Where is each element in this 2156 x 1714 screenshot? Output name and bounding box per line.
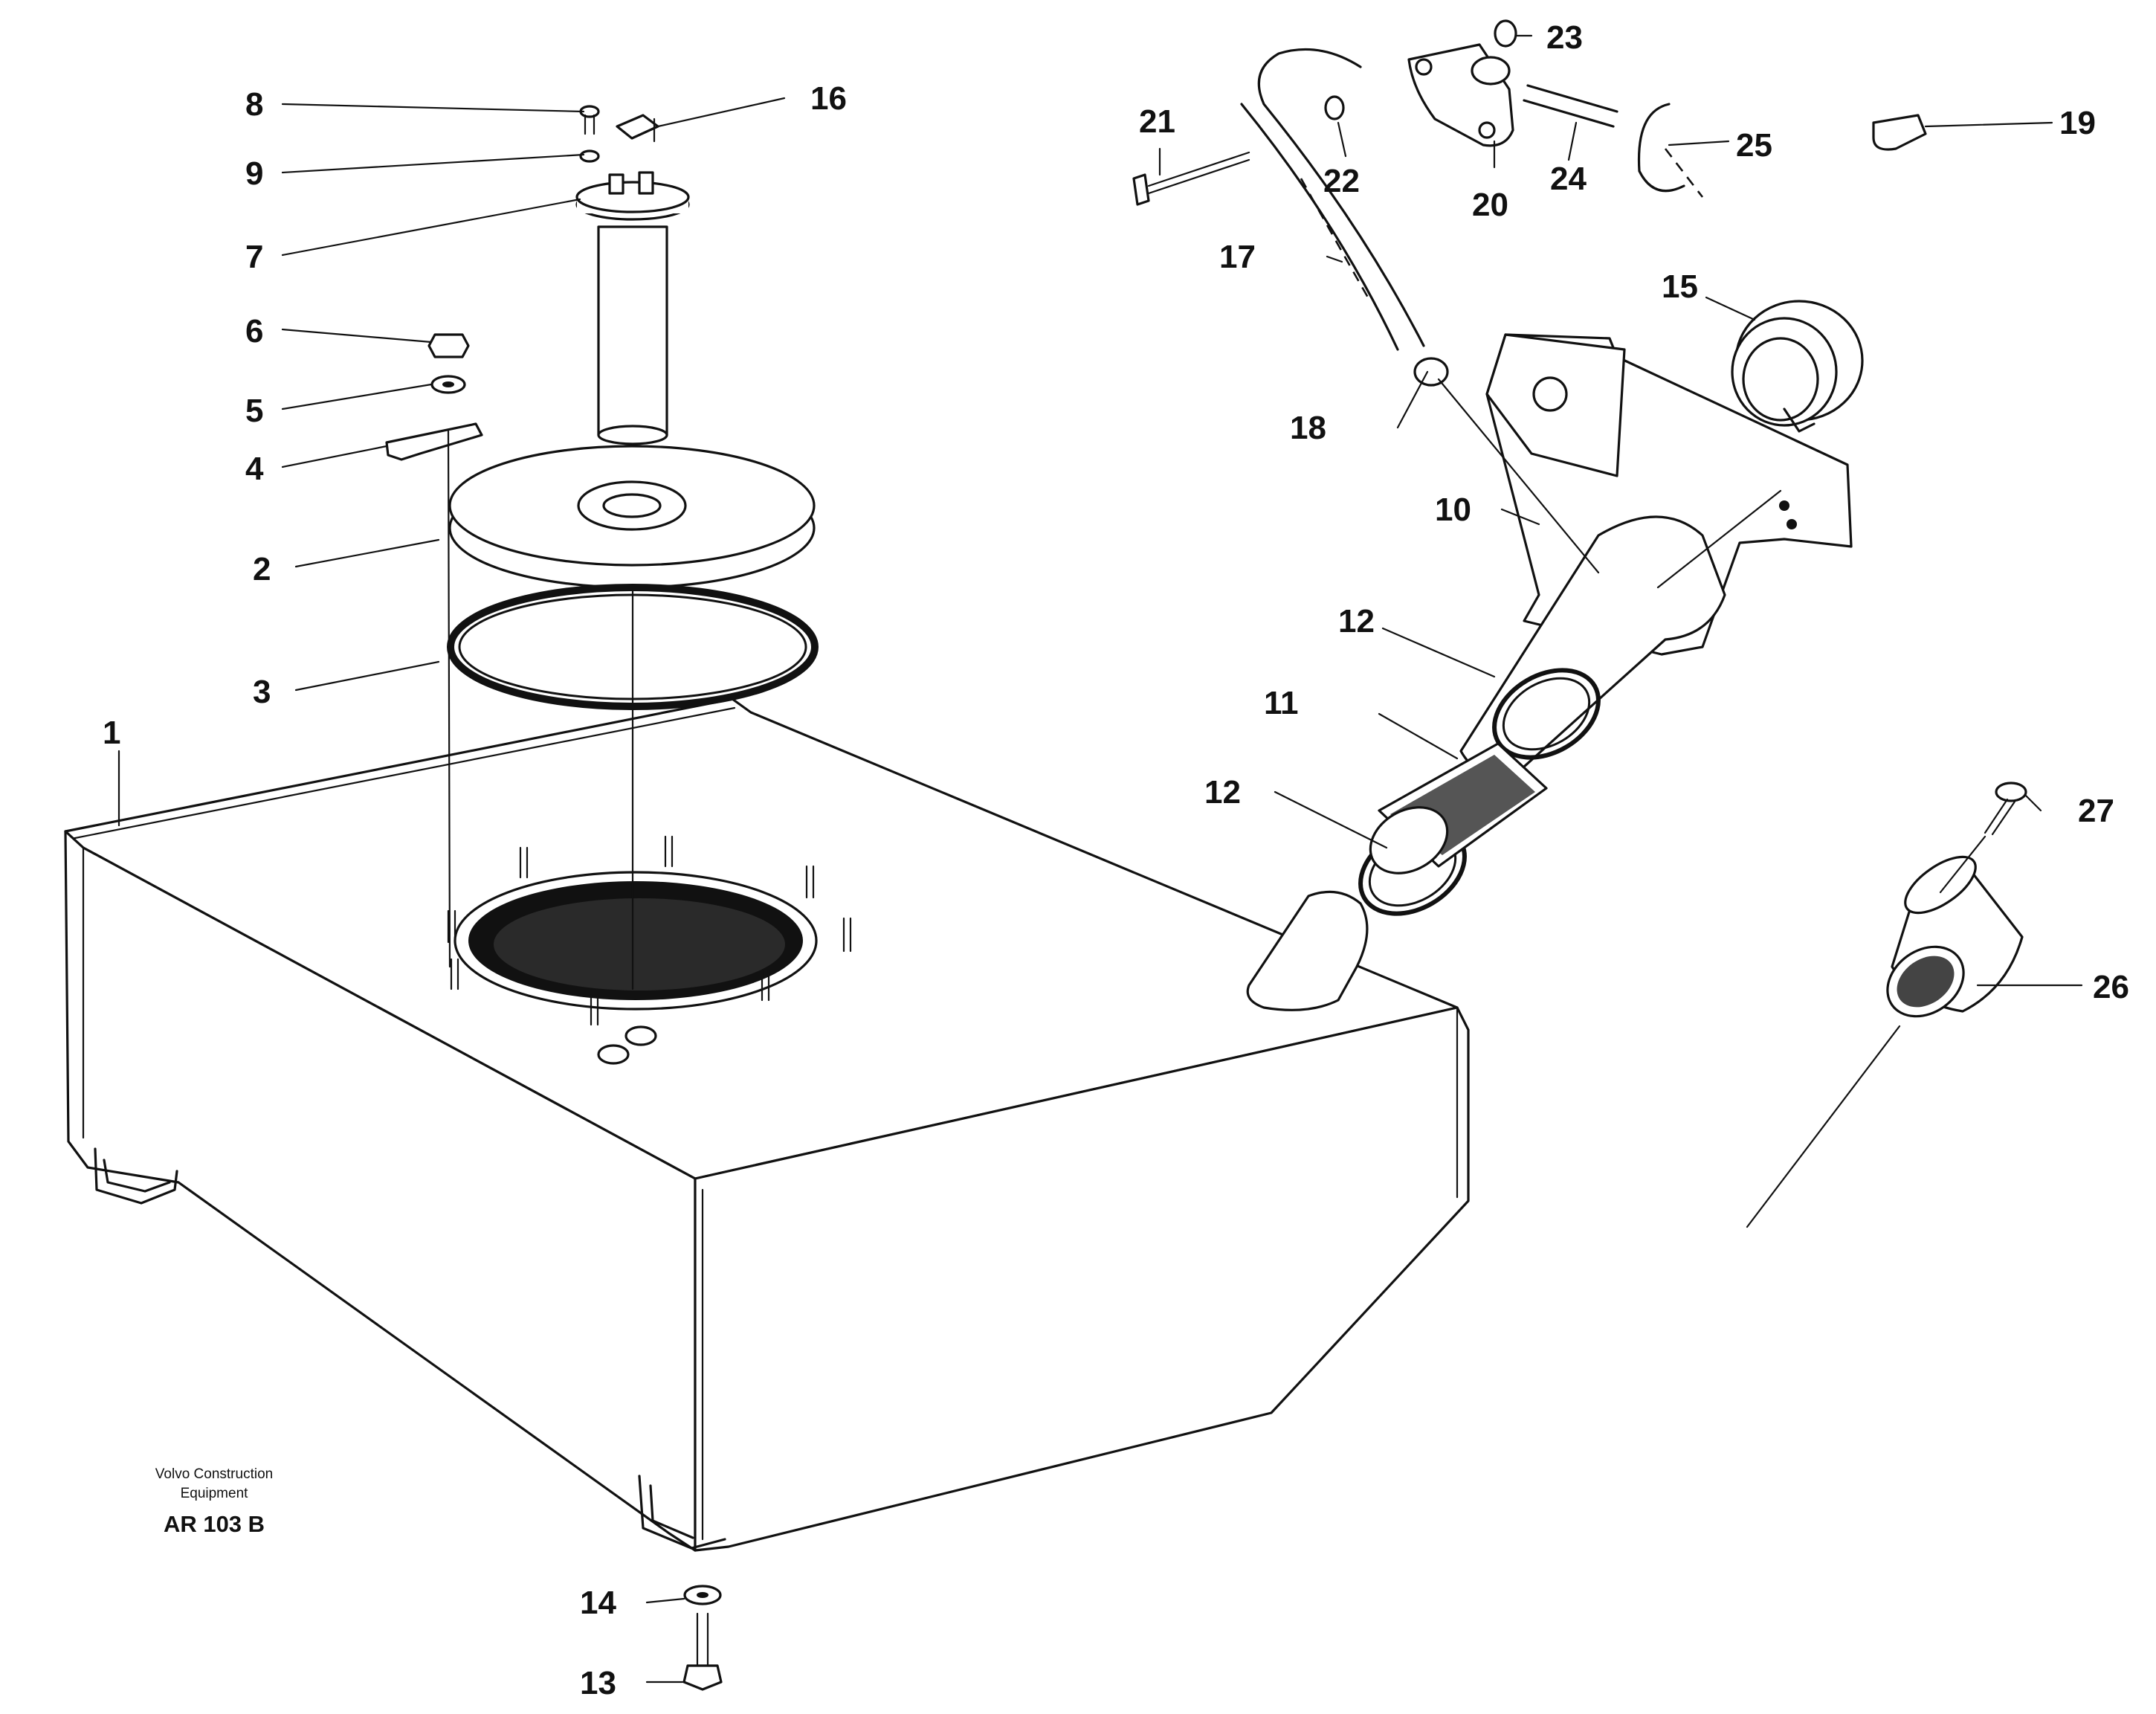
hose-clamp-upper [1492,668,1601,760]
callout-8: 8 [245,86,263,123]
gasket-ring [447,584,819,710]
breather-hose [1240,48,1425,351]
bottom-washer [683,1585,722,1605]
bracket-clamp [385,422,483,968]
callout-12b: 12 [1204,774,1241,811]
hose-holder-bracket [1407,43,1514,147]
callout-18: 18 [1290,410,1326,446]
bolt [1132,151,1250,206]
callout-5: 5 [245,393,263,429]
stud-bolts [447,835,852,1026]
callout-14: 14 [580,1585,616,1621]
filler-hose [1369,742,1548,874]
terminal-clip [616,114,659,143]
fuel-level-sender [575,171,690,990]
filler-neck-bracket [1459,333,1853,778]
callout-22: 22 [1323,163,1360,199]
callout-26: 26 [2093,969,2129,1005]
small-screw [579,105,600,163]
callout-15: 15 [1662,268,1698,305]
figure-caption: Volvo Construction Equipment AR 103 B [155,1466,273,1537]
strainer [1746,855,2024,1228]
washer-small [1324,19,1517,120]
bottom-bolt [682,1612,723,1691]
callout-20: 20 [1472,187,1508,223]
callout-21: 21 [1139,103,1175,140]
washer [430,375,466,394]
caption-code: AR 103 B [164,1511,265,1537]
callout-6: 6 [245,313,263,349]
callout-27: 27 [2078,793,2114,829]
callout-25: 25 [1736,127,1772,164]
callout-17: 17 [1219,239,1256,275]
callouts: 1 2 3 4 5 6 7 8 9 10 11 12 12 13 14 15 1… [103,19,2129,1701]
fuel-tank [64,697,1470,1552]
callout-23: 23 [1546,19,1583,56]
caption-company-line-1: Volvo Construction [155,1466,273,1482]
leader-lines [117,34,2083,1684]
callout-13: 13 [580,1665,616,1701]
callout-9: 9 [245,155,263,192]
callout-7: 7 [245,239,263,275]
breather-hose-short [1523,84,1618,128]
callout-2: 2 [253,551,271,587]
lock-nut [427,333,470,358]
screw [1939,782,2027,894]
clip [1872,114,1927,151]
callout-1: 1 [103,715,120,751]
callout-24: 24 [1550,161,1587,197]
callout-3: 3 [253,674,271,710]
callout-4: 4 [245,451,264,487]
callout-11: 11 [1264,685,1299,721]
callout-16: 16 [810,80,847,117]
cable-tie [1637,103,1704,198]
cover-plate [448,445,816,589]
callout-10: 10 [1435,492,1471,528]
caption-company-line-2: Equipment [181,1486,249,1501]
callout-12a: 12 [1338,603,1375,639]
callout-19: 19 [2059,105,2096,141]
filler-cap [1731,300,1864,433]
